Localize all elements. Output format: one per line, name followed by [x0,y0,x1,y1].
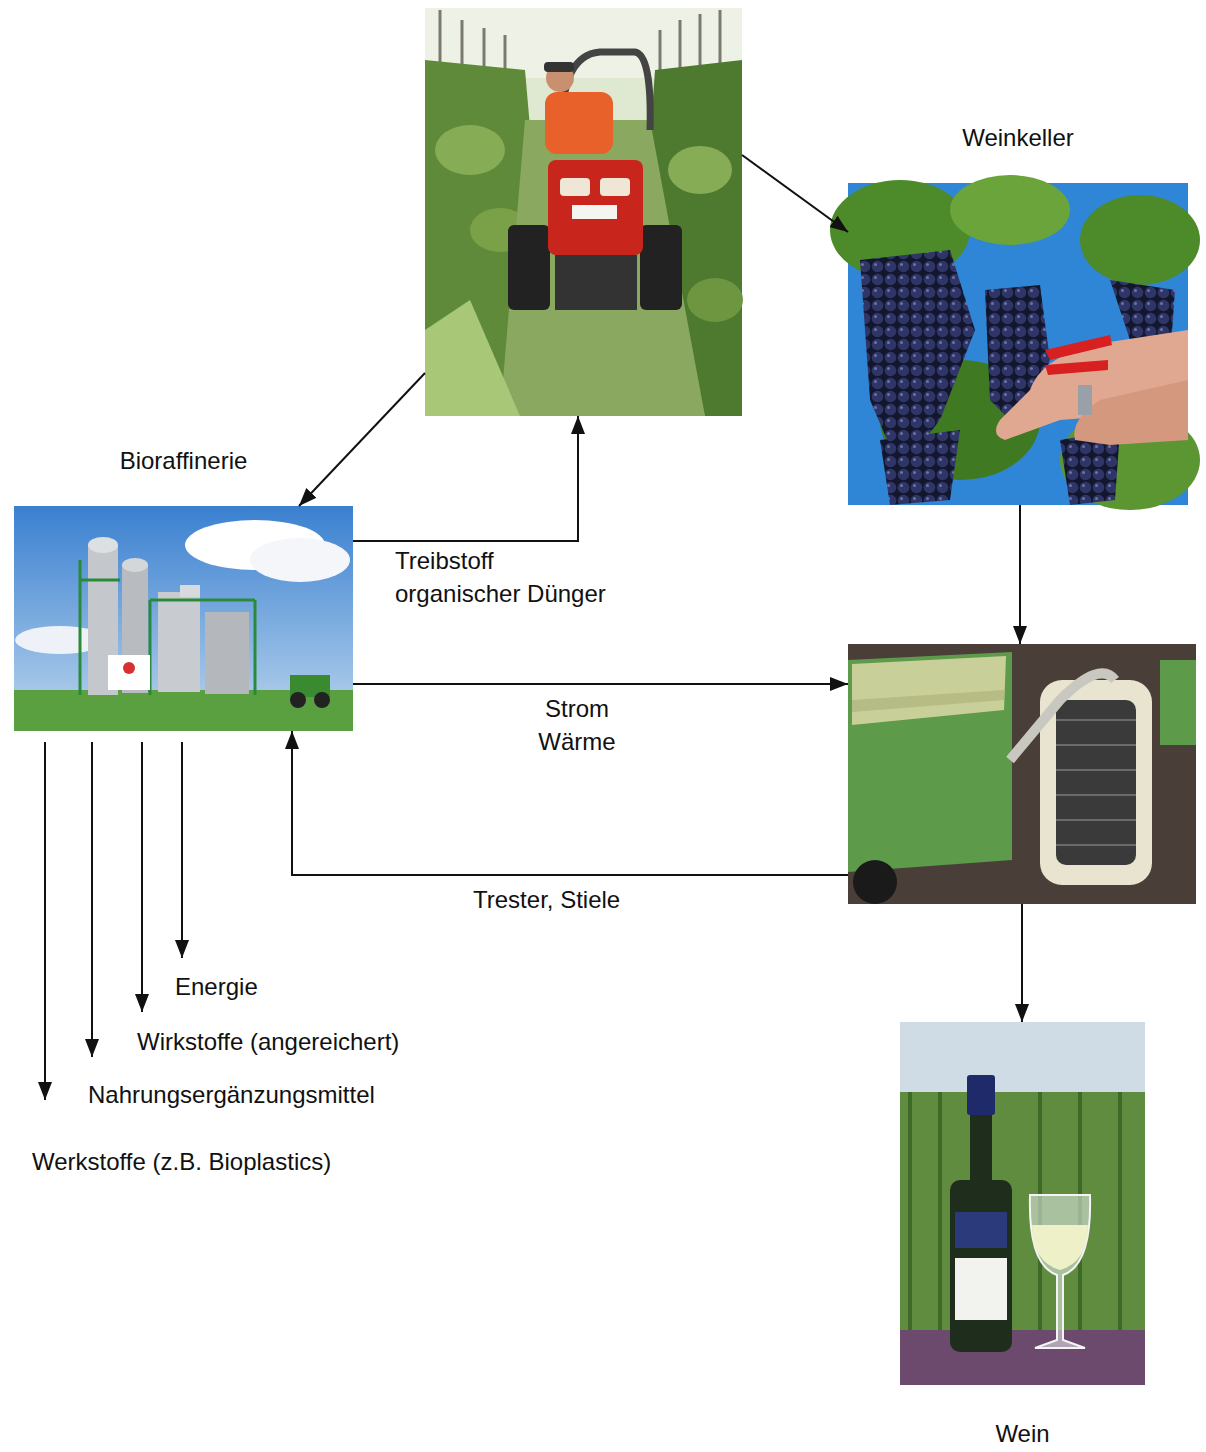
press-photo-part-part [1056,744,1136,746]
grapes-photo-part [1045,360,1108,375]
output-arrows-part [91,742,93,1057]
wine-photo-part-part [938,1092,942,1330]
photo-box: Wein [900,1022,1145,1385]
biorefinery-photo-part-part [80,579,120,582]
biorefinery-photo-part [250,538,350,582]
photo-heading: Bioraffinerie [120,447,248,475]
press-photo-part-part [1056,769,1136,771]
vineyard-photo-part [560,178,590,196]
wine-photo-part [950,1180,1012,1352]
wine-photo-part [900,1022,1145,1385]
biorefinery-photo-part [158,592,200,692]
biorefinery-photo-part [123,662,135,674]
biorefinery-photo-part [80,560,255,695]
press-photo-part [1010,673,1115,760]
wine-photo-part [955,1258,1007,1320]
press-photo-part-part [1056,819,1136,821]
vineyard-photo-part [668,146,732,194]
biorefinery-photo-part [14,690,353,731]
biorefinery-photo-part-part [150,599,255,602]
vineyard-photo-part [425,300,520,416]
output-arrows-part [141,742,143,1012]
biorefinery-photo-part [122,558,148,572]
output-label: Energie [175,970,258,1003]
vineyard-photo-part [545,92,613,154]
press-photo-part [1056,700,1136,865]
photo-box [848,644,1196,904]
output-label: Werkstoffe (z.B. Bioplastics) [32,1145,331,1178]
photo-heading: Weinkeller [962,124,1074,152]
wine-photo-part [900,1330,1145,1385]
grapes-photo-part [1074,380,1188,445]
biorefinery-photo-part [314,692,330,708]
press-photo-part [852,656,1006,725]
photo-box [425,8,742,416]
vineyard-photo-part [687,278,743,322]
output-arrows-part [181,742,183,958]
vineyard-photo-part [548,160,643,255]
output-arrows-part [44,742,46,1100]
vineyard-photo [425,8,743,416]
press-photo [848,644,1196,904]
grapes-photo-part [1045,335,1112,360]
flow-arrow [1019,505,1021,644]
output-label: Wirkstoffe (angereichert) [137,1025,399,1058]
edge-label: Trester, Stiele [473,883,620,916]
grapes-photo-part [880,430,960,505]
flow-arrow [742,155,848,232]
flow-arrow [353,416,578,541]
grapes-photo-part [950,175,1070,245]
wine-photo-part-part [1118,1092,1122,1330]
biorefinery-photo-part [290,692,306,708]
photo-box: Weinkeller [848,183,1188,505]
vineyard-photo-part [572,205,617,219]
wine-photo [900,1022,1145,1385]
grapes-photo [830,175,1200,510]
vineyard-photo-part [500,120,705,416]
biorefinery-photo-part [108,655,150,690]
flow-arrow [299,373,425,506]
photo-heading: Wein [995,1420,1049,1448]
press-photo-part [848,644,1196,904]
wine-photo-part [900,1022,1145,1092]
wine-photo-part [955,1212,1007,1248]
vineyard-photo-part [640,225,682,310]
press-photo-part [848,652,1012,872]
press-photo-part-part [1056,794,1136,796]
edge-label: Treibstoff organischer Dünger [395,544,617,610]
grapes-photo-part [1080,195,1200,285]
vineyard-photo-part [600,178,630,196]
wine-photo-part [1030,1195,1090,1348]
press-photo-part [1056,720,1136,845]
biorefinery-photo-part [180,585,200,597]
wine-photo-part [1032,1225,1088,1270]
vineyard-photo-part [508,225,550,310]
photo-box: Bioraffinerie [14,506,353,731]
biorefinery-photo [14,506,353,731]
vineyard-photo-part [435,125,505,175]
biorefinery-photo-part [205,612,249,694]
wine-photo-part-part [908,1092,912,1330]
press-photo-part [852,690,1004,712]
output-label: Nahrungsergänzungsmittel [88,1078,375,1111]
vineyard-photo-part [544,62,574,72]
press-photo-part [1160,660,1196,745]
press-photo-part [853,860,897,904]
flow-arrow [1021,904,1023,1022]
vineyard-photo-part [425,8,742,416]
biorefinery-photo-part-part [254,600,257,695]
vineyard-photo-part [555,255,637,310]
grapes-photo-part [1078,385,1092,415]
biorefinery-photo-part [88,537,118,553]
biorefinery-photo-part [14,506,353,731]
wine-photo-part [967,1075,995,1115]
press-photo-part-part [1056,719,1136,721]
flow-arrow [353,683,848,685]
edge-label: Strom Wärme [527,692,627,758]
press-photo-part-part [1056,844,1136,846]
